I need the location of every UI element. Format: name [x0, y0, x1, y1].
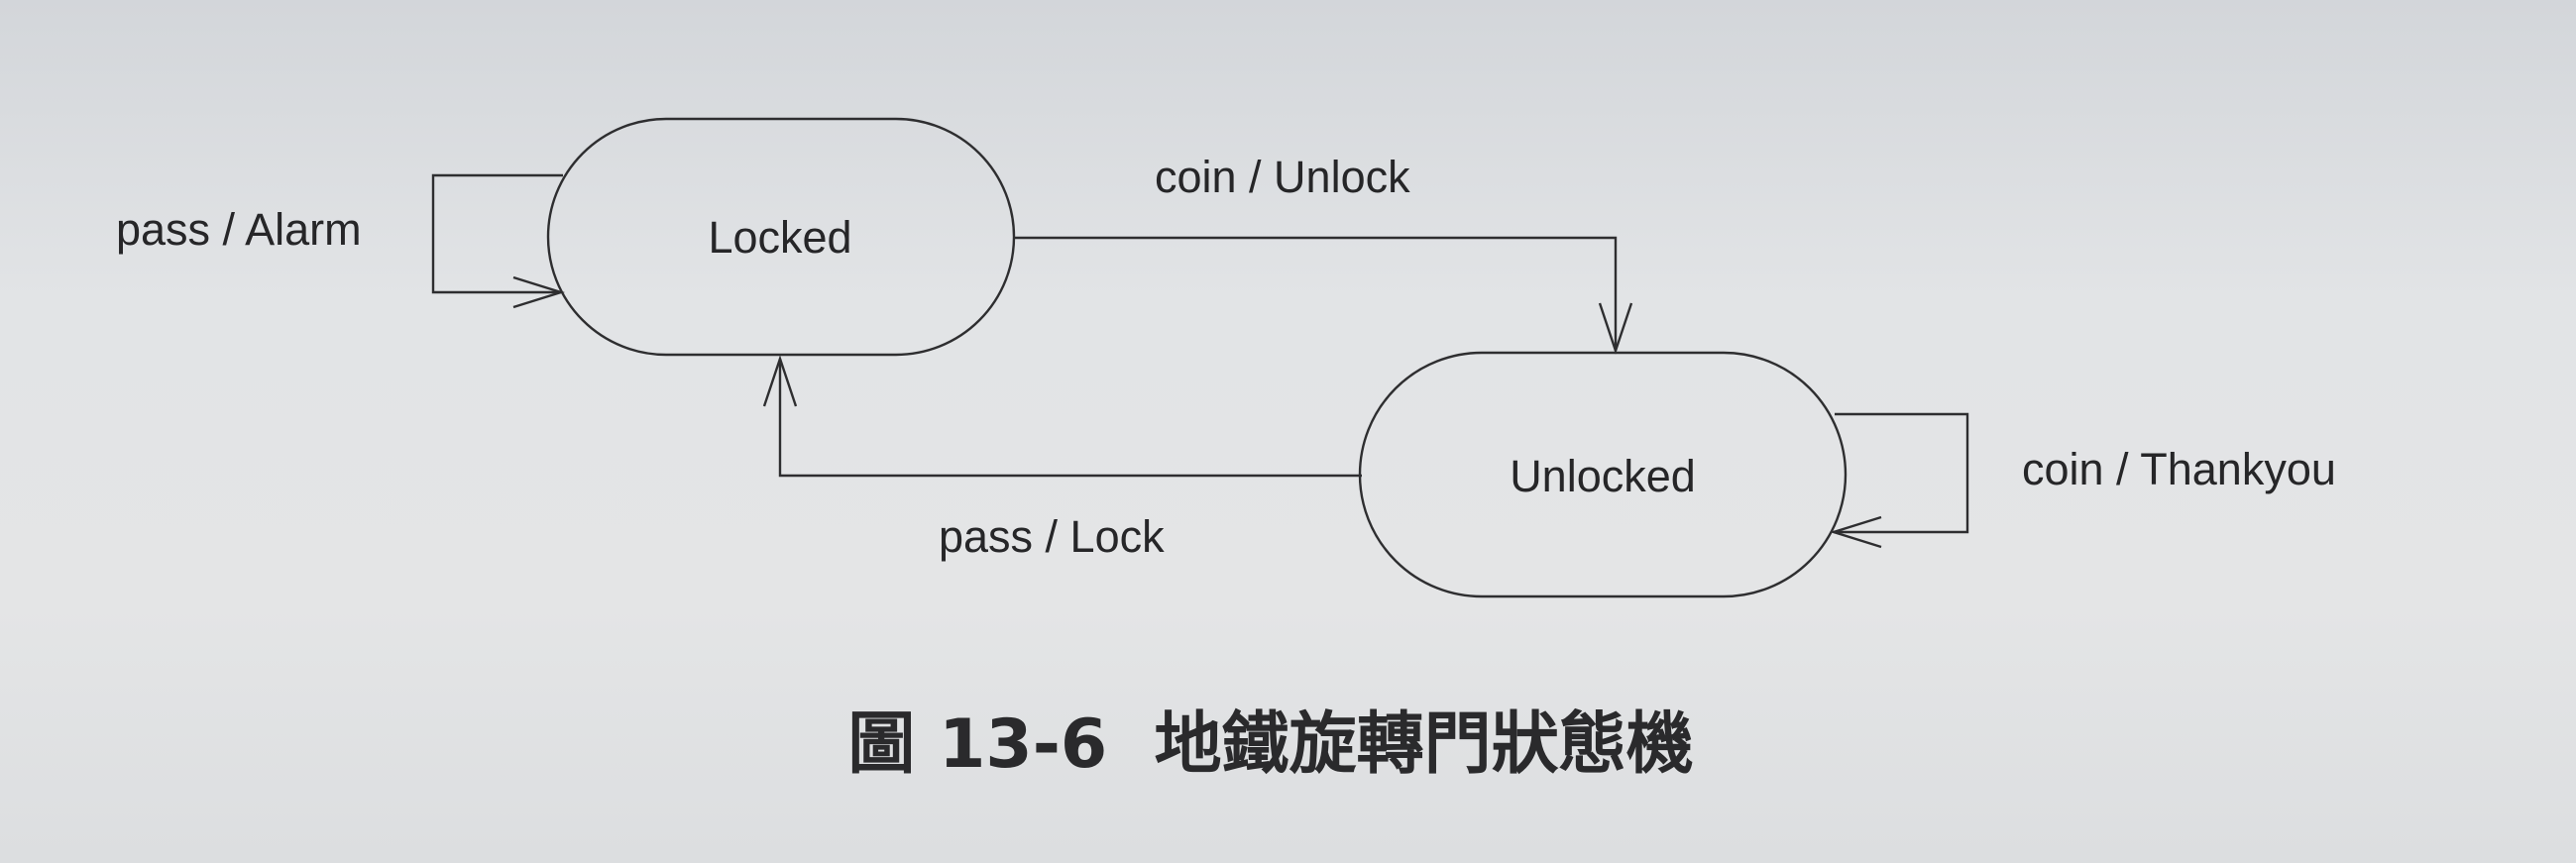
state-locked: Locked — [546, 117, 1016, 357]
transition-coin-thankyou: coin / Thankyou — [1829, 412, 2336, 549]
transition-pass-alarm-arrowhead — [512, 275, 566, 309]
state-locked-label: Locked — [708, 212, 851, 263]
transition-coin-unlock-label: coin / Unlock — [1155, 152, 1410, 202]
transition-coin-unlock-line — [1014, 236, 1618, 351]
transition-pass-alarm-label: pass / Alarm — [116, 204, 362, 255]
transition-pass-lock-arrowhead — [762, 355, 798, 407]
transition-coin-unlock: coin / Unlock — [1014, 152, 1633, 355]
transition-coin-unlock-arrowhead — [1598, 302, 1633, 355]
transition-pass-lock: pass / Lock — [762, 355, 1362, 562]
transition-pass-lock-label: pass / Lock — [939, 511, 1165, 562]
transition-coin-thankyou-label: coin / Thankyou — [2022, 444, 2336, 494]
transition-pass-alarm: pass / Alarm — [116, 173, 566, 309]
transition-pass-lock-line — [778, 359, 1362, 478]
state-unlocked: Unlocked — [1358, 351, 1848, 598]
transition-coin-thankyou-line — [1834, 412, 1969, 534]
transition-pass-alarm-line — [431, 173, 563, 294]
figure-caption: 圖 13-6 地鐵旋轉門狀態機 — [847, 705, 1693, 784]
transition-coin-thankyou-arrowhead — [1829, 515, 1882, 549]
state-unlocked-label: Unlocked — [1510, 451, 1696, 501]
